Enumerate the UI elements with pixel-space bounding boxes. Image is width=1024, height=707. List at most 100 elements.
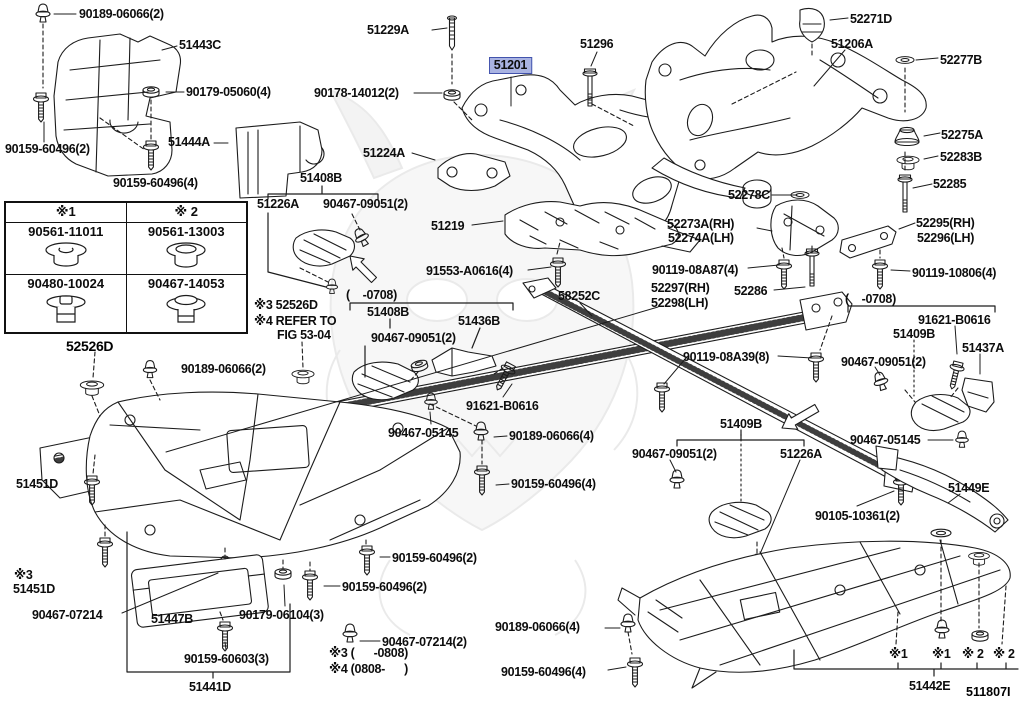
part-label-90467-09051-2: 90467-09051(2) [841, 354, 926, 369]
part-label-51443c: 51443C [179, 37, 221, 52]
rear-support-assembly-right [870, 359, 995, 448]
member-support-bracket-lh-drawing [839, 225, 897, 259]
part-label-51451d: 51451D [13, 581, 55, 596]
part-label-51447b: 51447B [151, 611, 193, 626]
part-label-90119-08a39-8: 90119-08A39(8) [683, 349, 770, 364]
part-label-51206a: 51206A [831, 36, 873, 51]
part-label-52283b: 52283B [940, 149, 982, 164]
part-label-51409b: 51409B [893, 326, 935, 341]
part-label-51408b: 51408B [300, 170, 342, 185]
part-label-51229a: 51229A [367, 22, 409, 37]
part-label-51226a: 51226A [780, 446, 822, 461]
part-label-51296: 51296 [580, 36, 614, 51]
engine-under-cover-drawing [85, 391, 461, 559]
view-arrow-icon [349, 255, 378, 284]
part-label-51408b: 51408B [367, 304, 409, 319]
part-label-51409b: 51409B [720, 416, 762, 431]
part-label-52275a: 52275A [941, 127, 983, 142]
rear-cover-bracket-drawing [875, 445, 1009, 533]
view-arrow-icon [781, 403, 820, 430]
part-label-58252c: 58252C [558, 288, 600, 303]
part-label-52297-rh: 52297(RH) [651, 280, 710, 295]
part-label-91553-a0616-4: 91553-A0616(4) [426, 263, 513, 278]
part-label-90159-60496-4: 90159-60496(4) [511, 476, 596, 491]
part-label-90119-08a87-4: 90119-08A87(4) [652, 262, 739, 277]
part-label-3-0808: ※3 ( -0808) [329, 645, 408, 660]
part-label-51444a: 51444A [168, 134, 210, 149]
part-label-1: ※1 [932, 646, 951, 661]
part-label-3-52526d: ※3 52526D [254, 297, 318, 312]
part-label-90467-09051-2: 90467-09051(2) [632, 446, 717, 461]
part-label-90467-07214: 90467-07214 [32, 607, 103, 622]
part-label-90179-05060-4: 90179-05060(4) [186, 84, 271, 99]
part-label-90189-06066-2: 90189-06066(2) [181, 361, 266, 376]
rear-suspension-member-drawing [644, 14, 927, 209]
part-label-52298-lh: 52298(LH) [651, 295, 709, 310]
part-label-90189-06066-4: 90189-06066(4) [495, 619, 580, 634]
part-label-91621-b0616: 91621-B0616 [466, 398, 539, 413]
part-label-90467-09051-2: 90467-09051(2) [371, 330, 456, 345]
part-label-4-0808: ※4 (0808- ) [329, 661, 408, 676]
part-label-52277b: 52277B [940, 52, 982, 67]
part-label-90467-09051-2: 90467-09051(2) [323, 196, 408, 211]
part-label-52295-rh: 52295(RH) [916, 215, 975, 230]
part-label-90189-06066-2: 90189-06066(2) [79, 6, 164, 21]
member-body-mount-parts [790, 7, 920, 213]
part-label-90159-60496-4: 90159-60496(4) [501, 664, 586, 679]
part-label-2: ※ 2 [993, 646, 1015, 661]
part-label-90467-05145: 90467-05145 [388, 425, 459, 440]
part-label-1: ※1 [889, 646, 908, 661]
part-label-52273a-rh: 52273A(RH) [667, 216, 735, 231]
grommet-option-table: ※1 ※ 2 90561-11011 90561-13003 90 [4, 201, 248, 334]
part-label-51226a: 51226A [257, 196, 299, 211]
part-label-90179-06104-3: 90179-06104(3) [239, 607, 324, 622]
part-label-51437a: 51437A [962, 340, 1004, 355]
rear-support-assembly-center [669, 469, 772, 569]
stopper-bracket-drawing [437, 153, 511, 192]
table-header-note1: ※1 [4, 201, 127, 223]
table-cell-part: 90561-11011 [28, 224, 104, 239]
figure-code: 511807I [966, 685, 1011, 699]
part-label-90467-05145: 90467-05145 [850, 432, 921, 447]
suspension-member-plate-drawing [504, 201, 701, 257]
part-label-90159-60603-3: 90159-60603(3) [184, 651, 269, 666]
part-label-90105-10361-2: 90105-10361(2) [815, 508, 900, 523]
part-label-0708: ( -0708) [845, 291, 896, 306]
part-label-51442e: 51442E [909, 678, 951, 693]
part-label-90467-07214-2: 90467-07214(2) [382, 634, 467, 649]
table-caption: 52526D [66, 338, 114, 354]
dashed-lines [42, 23, 1007, 655]
part-label-52271d: 52271D [850, 11, 892, 26]
part-label-90189-06066-4: 90189-06066(4) [509, 428, 594, 443]
part-label-90159-60496-4: 90159-60496(4) [113, 175, 198, 190]
part-label-52285: 52285 [933, 176, 967, 191]
part-label-51201[interactable]: 51201 [489, 57, 532, 74]
part-label-90159-60496-2: 90159-60496(2) [392, 550, 477, 565]
grommet-icon [45, 242, 87, 267]
table-cell-part: 90480-10024 [27, 275, 105, 291]
part-label-51449e: 51449E [948, 480, 990, 495]
part-label-52274a-lh: 52274A(LH) [668, 230, 734, 245]
part-label-90159-60496-2: 90159-60496(2) [5, 141, 90, 156]
part-label-90119-10806-4: 90119-10806(4) [912, 265, 997, 280]
group-bracket-lines [126, 185, 1019, 679]
part-label-52286: 52286 [734, 283, 768, 298]
part-label-91621-b0616: 91621-B0616 [918, 312, 991, 327]
table-cell-part: 90467-14053 [147, 275, 225, 291]
part-label-90178-14012-2: 90178-14012(2) [314, 85, 399, 100]
part-label-2: ※ 2 [962, 646, 984, 661]
grommet-icon [166, 242, 206, 268]
member-support-bracket-rh-drawing [770, 199, 839, 257]
part-label-fig-53-04: FIG 53-04 [277, 327, 331, 342]
grommet-bolt-icon [46, 295, 86, 323]
under-cover-pad-drawing [130, 554, 269, 628]
part-label-3: ※3 [14, 567, 33, 582]
front-side-seal-drawing [235, 121, 325, 199]
part-label-90159-60496-2: 90159-60496(2) [342, 579, 427, 594]
part-label-4-refer-to: ※4 REFER TO [254, 313, 337, 328]
part-label-51451d: 51451D [16, 476, 58, 491]
part-label-51441d: 51441D [189, 679, 231, 694]
